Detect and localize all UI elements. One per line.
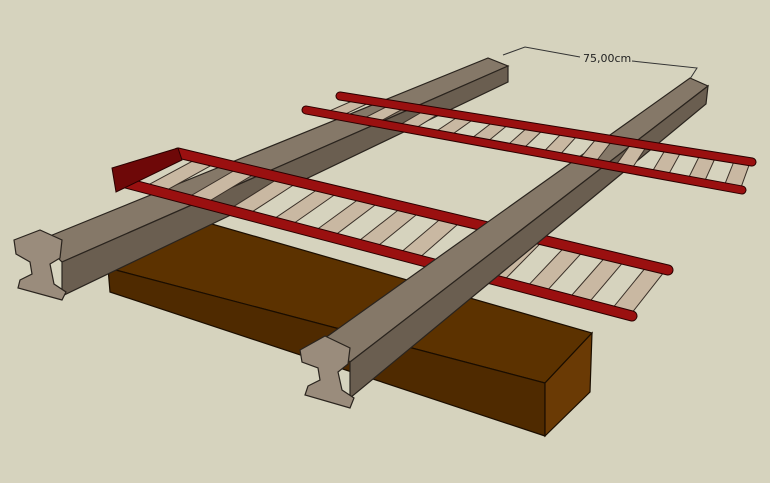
dimension-label: 75,00cm [583, 52, 631, 65]
red-tube [173, 148, 673, 275]
red-tube [336, 92, 756, 166]
end-bracket [111, 147, 183, 193]
red-tube [302, 106, 746, 194]
dimension-annotation: 75,00cm [502, 46, 698, 83]
red-tube [117, 177, 637, 321]
back-ladder [301, 91, 757, 195]
